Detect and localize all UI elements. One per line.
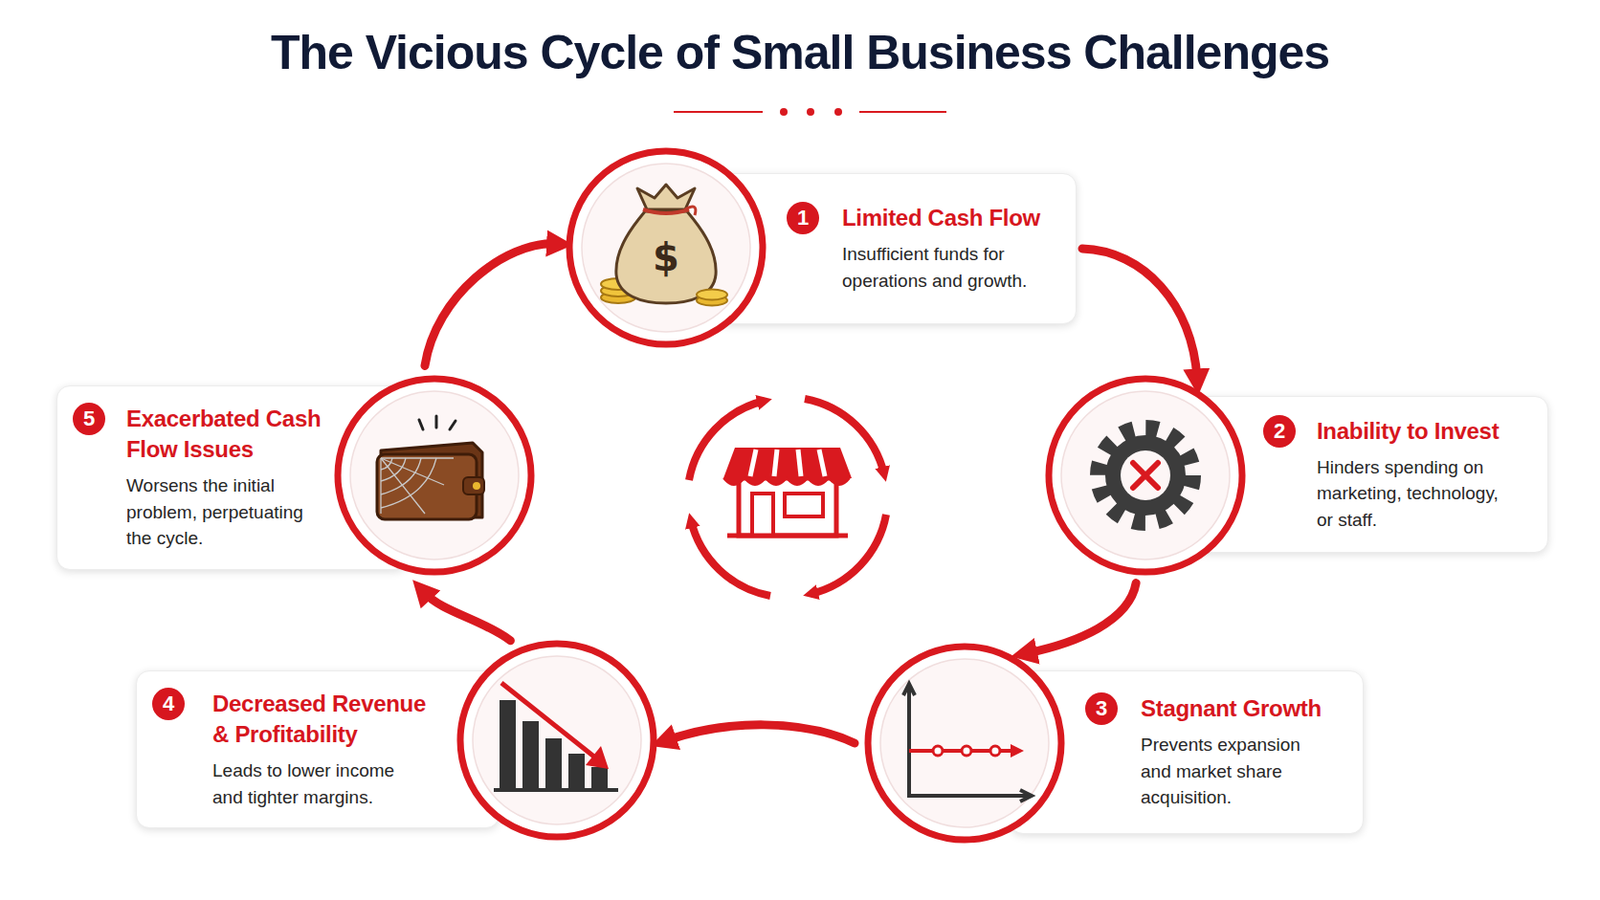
card-content: 4Decreased Revenue & ProfitabilityLeads …: [212, 688, 443, 811]
card-body: Insufficient funds for operations and gr…: [842, 241, 1048, 294]
card-content: 5Exacerbated Cash Flow IssuesWorsens the…: [126, 403, 323, 553]
cycle-arrow: [424, 244, 556, 367]
cycle-arrows: [688, 399, 887, 597]
card-heading: Exacerbated Cash Flow Issues: [126, 403, 323, 466]
card-content: 1Limited Cash FlowInsufficient funds for…: [842, 202, 1048, 294]
callout-number: 3: [1085, 692, 1118, 726]
card-body: Worsens the initial problem, perpetuatin…: [126, 472, 323, 553]
cycle-arrow: [666, 725, 855, 744]
card-heading: Decreased Revenue & Profitability: [212, 688, 443, 751]
title-divider: [673, 108, 947, 116]
card-heading: Stagnant Growth: [1140, 693, 1322, 725]
card-body: Hinders spending on marketing, technolog…: [1316, 454, 1513, 534]
process-card: 3 Stagnant GrowthPrevents expansion and m…: [1009, 670, 1364, 835]
process-card: 5 Exacerbated Cash Flow IssuesWorsens the…: [56, 385, 408, 571]
currency-symbol: $: [646, 236, 686, 279]
cycle-arrow: [1027, 583, 1136, 654]
card-content: 2Inability to InvestHinders spending on …: [1316, 416, 1513, 534]
callout-number: 4: [152, 688, 185, 721]
card-content: 3Stagnant GrowthPrevents expansion and m…: [1140, 693, 1322, 812]
callout-number: 5: [72, 402, 106, 436]
callout-number: 2: [1263, 415, 1296, 448]
icon-circle: [455, 639, 659, 843]
process-card: 4 Decreased Revenue & ProfitabilityLeads …: [135, 670, 500, 829]
cycle-arrow: [423, 593, 511, 642]
card-body: Leads to lower income and tighter margin…: [212, 757, 423, 811]
store-icon: [723, 447, 852, 536]
icon-circle: [1044, 374, 1247, 578]
process-card: 1 Limited Cash FlowInsufficient funds for…: [713, 173, 1077, 325]
callout-number: 1: [786, 201, 820, 235]
cycle-arrow: [1082, 248, 1198, 378]
icon-circle: [863, 642, 1067, 845]
card-heading: Inability to Invest: [1316, 416, 1513, 447]
diagram-title: The Vicious Cycle of Small Business Chal…: [0, 19, 1600, 87]
card-body: Prevents expansion and market share acqu…: [1140, 732, 1313, 812]
card-heading: Limited Cash Flow: [842, 202, 1048, 234]
icon-circle: [333, 374, 536, 578]
process-card: 2 Inability to InvestHinders spending on …: [1193, 396, 1549, 554]
